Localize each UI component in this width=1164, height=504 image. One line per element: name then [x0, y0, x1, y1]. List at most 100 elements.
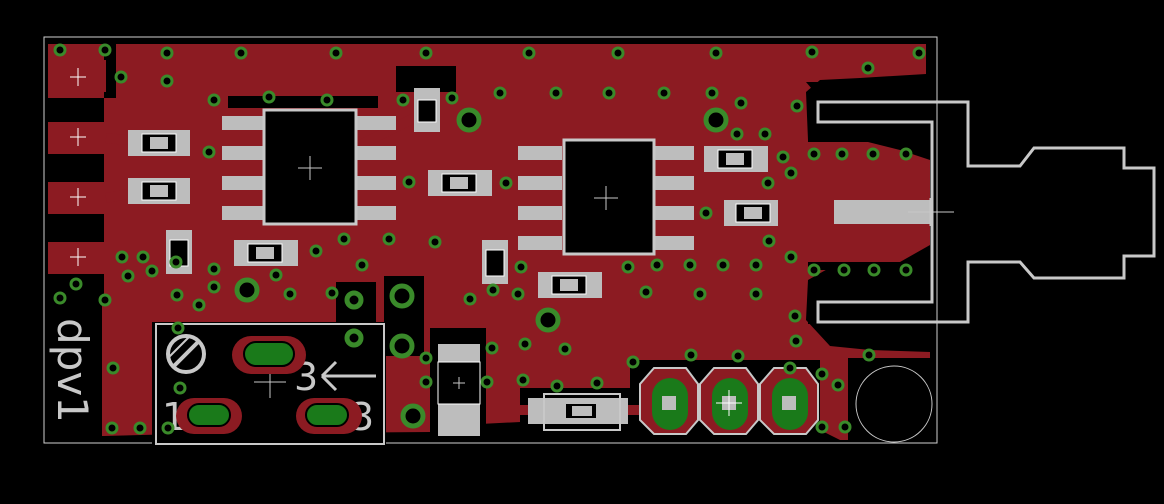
via — [866, 147, 880, 161]
smd-r6 — [428, 170, 492, 196]
via — [749, 287, 763, 301]
via — [626, 355, 640, 369]
smd-r10 — [724, 200, 778, 226]
via — [234, 46, 248, 60]
vias — [53, 43, 926, 435]
via — [480, 375, 494, 389]
via — [835, 147, 849, 161]
large-vias — [234, 107, 729, 429]
via — [486, 283, 500, 297]
via — [762, 234, 776, 248]
via — [325, 286, 339, 300]
via — [831, 378, 845, 392]
via — [98, 293, 112, 307]
via — [121, 269, 135, 283]
via — [776, 150, 790, 164]
edge-pads — [48, 60, 106, 274]
via — [611, 46, 625, 60]
via — [419, 46, 433, 60]
via — [463, 292, 477, 306]
via — [693, 287, 707, 301]
via — [53, 291, 67, 305]
via — [173, 381, 187, 395]
ic-right — [518, 138, 694, 256]
via — [621, 260, 635, 274]
via — [705, 86, 719, 100]
via — [160, 46, 174, 60]
via — [207, 262, 221, 276]
via — [53, 43, 67, 57]
via — [518, 337, 532, 351]
via — [650, 258, 664, 272]
via — [428, 235, 442, 249]
via — [657, 86, 671, 100]
via — [783, 361, 797, 375]
via — [329, 46, 343, 60]
via — [207, 93, 221, 107]
via — [789, 334, 803, 348]
via — [106, 361, 120, 375]
via — [522, 46, 536, 60]
via — [382, 232, 396, 246]
via — [550, 379, 564, 393]
smd-r4 — [234, 240, 298, 266]
via — [419, 375, 433, 389]
smd-r7 — [482, 240, 508, 284]
via — [867, 263, 881, 277]
via — [499, 176, 513, 190]
edge-pad-markers — [70, 68, 86, 266]
via — [837, 263, 851, 277]
via — [262, 90, 276, 104]
smd-r5 — [414, 88, 440, 132]
via — [419, 351, 433, 365]
via — [105, 421, 119, 435]
via — [788, 309, 802, 323]
via — [171, 321, 185, 335]
header-pad-3 — [759, 367, 819, 435]
smd-r8 — [538, 272, 602, 298]
via — [815, 420, 829, 434]
via — [283, 287, 297, 301]
via — [485, 341, 499, 355]
via — [749, 258, 763, 272]
via — [493, 86, 507, 100]
via — [861, 61, 875, 75]
via — [115, 250, 129, 264]
via — [511, 287, 525, 301]
header-pad-1 — [639, 367, 699, 435]
via — [133, 421, 147, 435]
via — [514, 260, 528, 274]
usb-connector — [816, 100, 1156, 324]
via — [709, 46, 723, 60]
via — [396, 93, 410, 107]
via — [807, 147, 821, 161]
via — [730, 127, 744, 141]
oblong-pads — [176, 336, 362, 434]
via — [684, 348, 698, 362]
via — [320, 93, 334, 107]
via — [790, 99, 804, 113]
via — [716, 258, 730, 272]
via — [758, 127, 772, 141]
via — [784, 166, 798, 180]
header-pad-2 — [699, 367, 759, 435]
via — [683, 258, 697, 272]
via — [337, 232, 351, 246]
smd-components — [128, 88, 778, 436]
circle-slash-icon — [166, 334, 206, 374]
via — [269, 268, 283, 282]
smd-diode — [528, 393, 628, 431]
via — [170, 288, 184, 302]
via — [699, 206, 713, 220]
mounting-hole — [855, 365, 933, 443]
via — [590, 376, 604, 390]
via — [639, 285, 653, 299]
via — [807, 263, 821, 277]
via — [899, 263, 913, 277]
via — [602, 86, 616, 100]
smd-cap-large — [437, 344, 481, 436]
header-pads — [639, 367, 819, 435]
smd-r1 — [128, 130, 190, 156]
via — [815, 367, 829, 381]
